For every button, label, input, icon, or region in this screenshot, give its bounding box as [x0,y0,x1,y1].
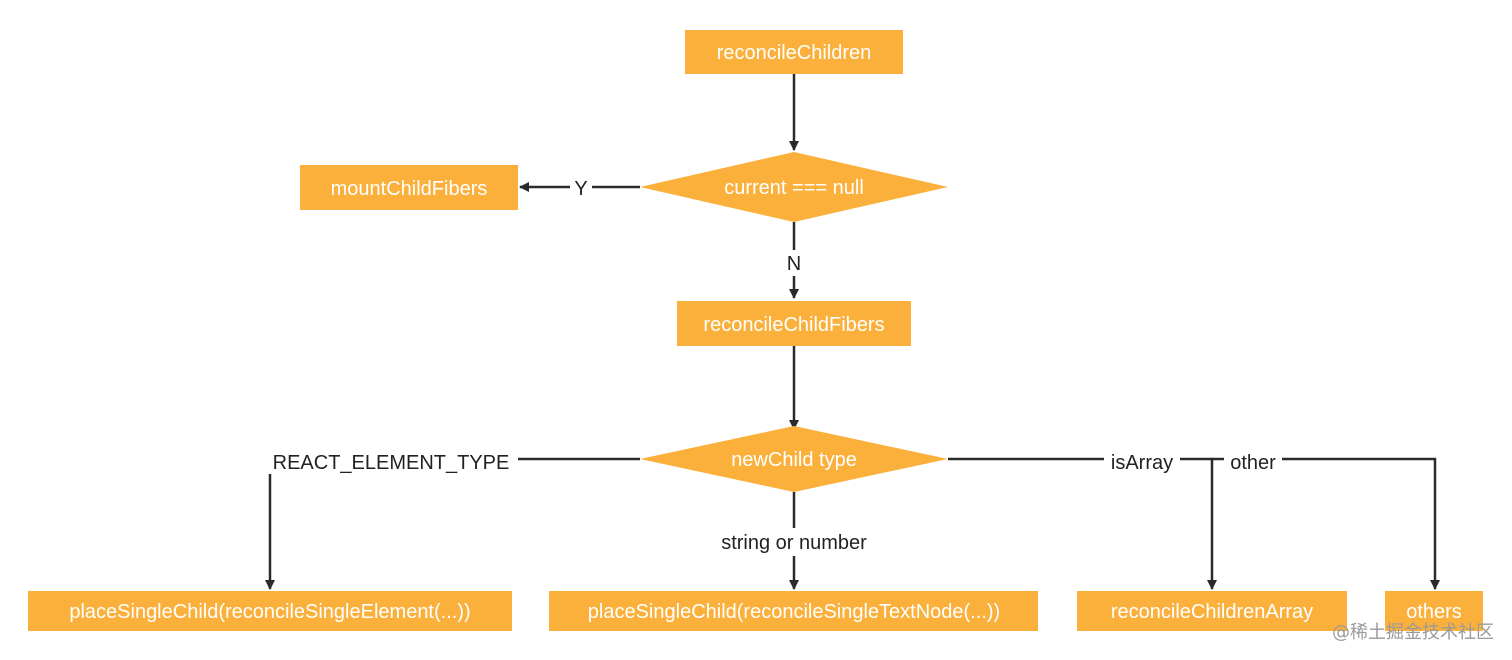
edge-label-yes: Y [574,178,587,200]
edge-label-string-or-number: string or number [721,532,867,554]
node-place-single-text: placeSingleChild(reconcileSingleTextNode… [549,591,1038,631]
node-label-reconcile-children-array: reconcileChildrenArray [1111,601,1313,623]
edge-label-no: N [787,253,801,275]
node-place-single-element: placeSingleChild(reconcileSingleElement(… [28,591,512,631]
edge-label-backgrounds [264,175,1282,556]
edge-type-to-single-element [265,457,640,590]
node-reconcile-child-fibers: reconcileChildFibers [677,301,911,346]
node-label-place-single-element: placeSingleChild(reconcileSingleElement(… [69,601,470,623]
node-new-child-type: newChild type [640,426,948,492]
node-current-null-check: current === null [640,152,948,222]
node-reconcile-children: reconcileChildren [685,30,903,74]
node-label-reconcile-children: reconcileChildren [717,42,872,64]
node-others: others [1385,591,1483,631]
edge-type-to-others [1212,457,1440,590]
node-label-place-single-text: placeSingleChild(reconcileSingleTextNode… [588,601,1000,623]
node-reconcile-children-array: reconcileChildrenArray [1077,591,1347,631]
watermark: @稀土掘金技术社区 [1332,622,1494,643]
edge-label-is-array: isArray [1111,452,1173,474]
node-label-others: others [1406,601,1462,623]
edge-label-react-element-type: REACT_ELEMENT_TYPE [273,452,510,474]
node-label-current-null-check: current === null [724,177,864,199]
node-label-reconcile-child-fibers: reconcileChildFibers [703,314,884,336]
node-label-new-child-type: newChild type [731,449,857,471]
node-mount-child-fibers: mountChildFibers [300,165,518,210]
edge-type-to-children-array [948,457,1217,590]
node-label-mount-child-fibers: mountChildFibers [331,178,488,200]
edge-label-other: other [1230,452,1276,474]
